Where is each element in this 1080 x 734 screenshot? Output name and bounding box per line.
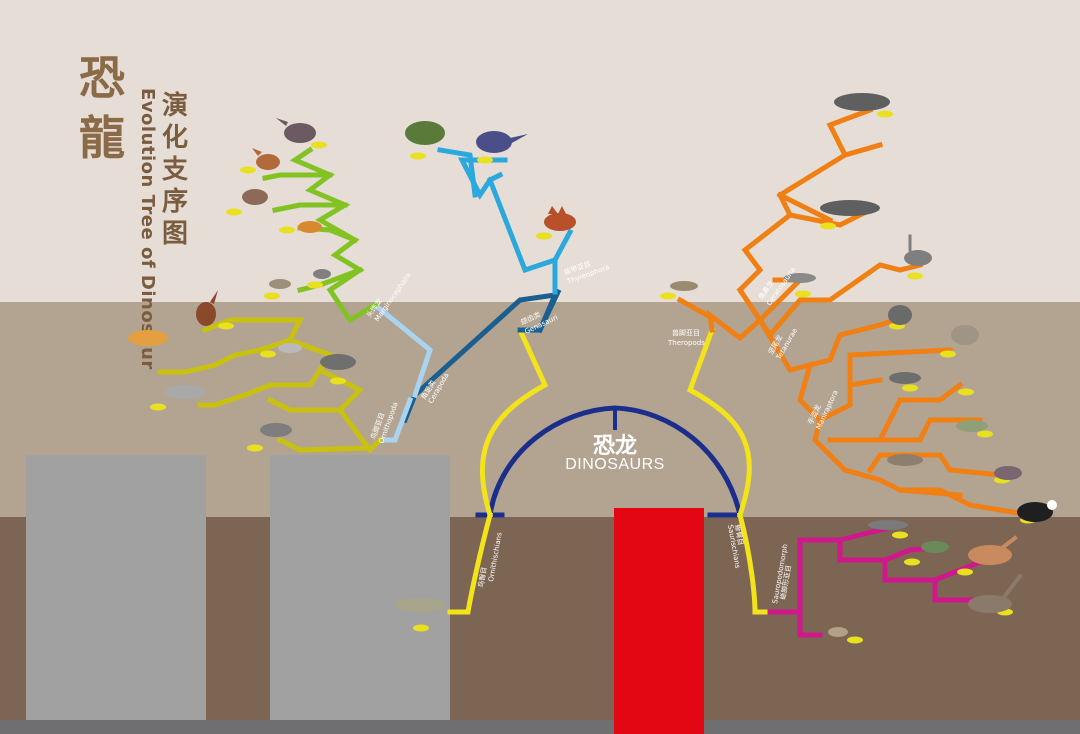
stegosaurus-figure (544, 206, 576, 231)
label-theropods-en: Theropods (667, 339, 705, 347)
display-pillar-left (26, 455, 206, 720)
camptosaurus-figure (165, 385, 205, 399)
diplodocus-figure (868, 520, 908, 530)
saurischia-trunk (686, 326, 752, 519)
dinosaur-figures (128, 93, 1057, 637)
display-pillar-right (270, 455, 450, 720)
heterodontosaurus-figure (260, 423, 292, 437)
ankylosaurus-sauropod-figure (921, 541, 949, 553)
maniraptora-branch (756, 316, 963, 498)
troodon-figure (889, 372, 921, 384)
hypsilophodon-figure (278, 343, 302, 353)
label-ornithischians-cn: 鸟臀目 (476, 566, 489, 588)
tyrannosaurus-figure (834, 93, 890, 111)
label-theropods-cn: 兽脚亚目 (672, 328, 700, 337)
thyreophora-branch (486, 171, 558, 295)
ankylosaur-figure-1 (405, 121, 445, 145)
camarasaurus-figure (968, 535, 1018, 565)
dromaeosaur-figure (956, 420, 988, 432)
sauropodomorph-trunk (736, 511, 773, 615)
label-marginocephalia-en: Marginocephalia (373, 271, 413, 323)
basal-ornithischian-figure (394, 598, 446, 612)
cerapoda-branch (371, 301, 433, 399)
plateosaurus-figure (828, 627, 848, 637)
center-title-chinese: 恐龙 (592, 434, 637, 459)
theropod-branch (706, 106, 874, 342)
archaeopteryx-figure (994, 466, 1022, 480)
label-saurischians-cn: 蜥臀目 (733, 524, 746, 546)
bald-eagle-figure (1017, 500, 1057, 522)
red-door (614, 508, 704, 734)
small-ceratopsian-figure (313, 269, 331, 279)
triceratops-figure-2 (252, 148, 280, 170)
hadrosaur-figure (320, 354, 356, 370)
genasauri-branch (401, 291, 560, 424)
ankylosaur-figure-2 (476, 131, 528, 153)
therizinosaur-figure (888, 305, 912, 325)
coelophysis-figure (670, 281, 698, 291)
triceratops-figure-3 (242, 189, 268, 205)
parasaurolophus-figure (128, 330, 168, 346)
ornithomimus-figure (904, 234, 932, 266)
iguanodon-figure (196, 290, 218, 326)
protoceratops-figure (298, 221, 322, 233)
brachiosaurus-figure (968, 573, 1023, 613)
title-chinese-sub: 演化支序图 (161, 91, 188, 249)
triceratops-figure-1 (276, 118, 316, 143)
allosaurus-figure (820, 200, 880, 216)
floor-strip (0, 720, 1080, 734)
oviraptor-figure (951, 325, 979, 345)
ornithischia-trunk (480, 326, 549, 519)
feathered-raptor-figure (887, 454, 923, 466)
title-chinese-main: 恐龍 (79, 51, 125, 165)
center-title-english: DINOSAURS (565, 456, 665, 473)
ceratosaurus-figure (784, 273, 816, 283)
label-ornithischians-en: Ornithischians (487, 531, 504, 582)
ornithopod-small-figure (269, 279, 291, 289)
sauropodomorph-branch (767, 609, 823, 638)
wall-upper (0, 0, 1080, 302)
ornithischia-base (447, 511, 494, 615)
